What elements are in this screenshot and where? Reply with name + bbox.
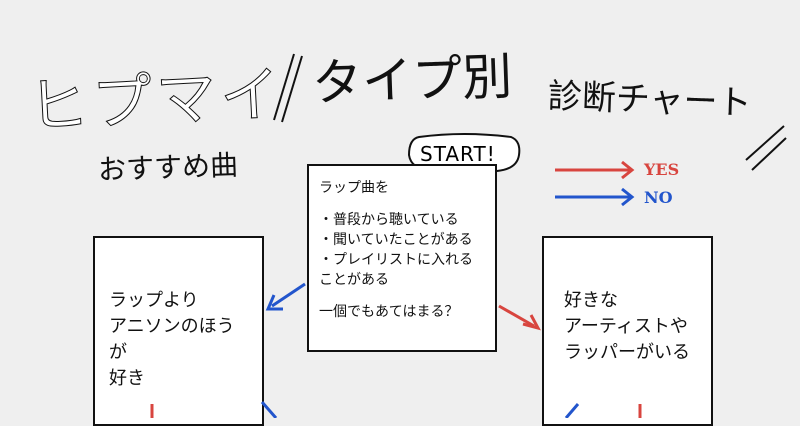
left-box-line: ラップより xyxy=(109,290,199,311)
slash-decoration-2 xyxy=(745,125,787,171)
legend-no-label: NO xyxy=(644,188,673,207)
start-heading: ラップ曲を xyxy=(319,180,389,196)
start-item: ・聞いていたことがある xyxy=(319,232,473,248)
right-box-line: アーティストや xyxy=(564,316,688,337)
right-question-box: 好きな アーティストや ラッパーがいる xyxy=(542,236,713,426)
start-question: 一個でもあてはまる？ xyxy=(319,304,459,320)
start-item: ・プレイリストに入れる xyxy=(319,252,473,268)
start-item: ことがある xyxy=(319,272,389,288)
left-question-box: ラップより アニソンのほうが 好き xyxy=(93,236,264,426)
start-question-box: ラップ曲を ・普段から聴いている ・聞いていたことがある ・プレイリストに入れる… xyxy=(307,164,497,352)
legend-no-arrow-head xyxy=(621,187,635,207)
right-box-line: ラッパーがいる xyxy=(564,342,690,363)
right-box-line: 好きな xyxy=(564,290,618,311)
no-arrow-line xyxy=(271,282,306,308)
yes-arrow-line xyxy=(498,304,535,328)
left-no-stub xyxy=(260,401,278,418)
yes-arrow-head xyxy=(522,314,541,331)
slash-decoration-1 xyxy=(273,53,303,123)
left-box-line: アニソンのほうが xyxy=(109,316,235,363)
start-label: START! xyxy=(420,142,496,166)
left-box-line: 好き xyxy=(109,368,145,389)
start-item: ・普段から聴いている xyxy=(319,212,459,228)
no-arrow-head xyxy=(265,294,283,311)
legend-yes-label: YES xyxy=(644,160,680,179)
right-no-stub xyxy=(564,403,580,418)
legend-yes-arrow-head xyxy=(621,160,635,180)
